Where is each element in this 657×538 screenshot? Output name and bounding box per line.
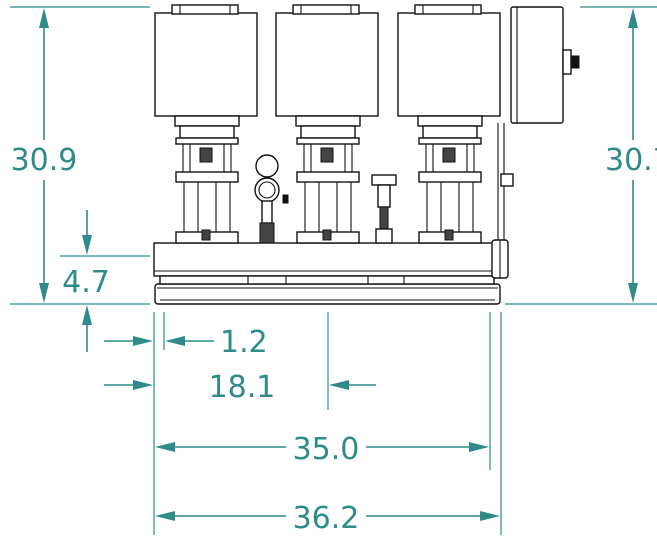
dimension-annotations: 30.9 30.7 4.7 1.2 [10,6,657,536]
dimension-overall-width-label: 36.2 [293,501,360,536]
pump-skid [153,4,580,305]
header-manifold [153,239,509,285]
dimension-base-height: 4.7 [62,210,110,352]
dimension-foot-span-label: 35.0 [293,432,360,467]
dimension-center-offset-label: 18.1 [209,370,276,405]
dimension-overall-width: 36.2 [155,501,500,536]
control-panel [497,6,580,240]
dimension-base-offset: 1.2 [104,325,268,360]
dimension-base-offset-label: 1.2 [220,325,268,360]
dimension-foot-span: 35.0 [155,432,489,467]
pump-1 [154,4,258,244]
pressure-gauge [254,154,289,244]
check-valve [371,174,397,244]
dimension-base-height-label: 4.7 [62,265,110,300]
dimension-center-offset: 18.1 [104,370,376,405]
dimension-height-right-label: 30.7 [605,143,657,178]
pump-2 [275,4,379,244]
dimension-height-right: 30.7 [605,8,657,303]
dimension-height-left: 30.9 [11,8,78,303]
pump-2-motor [275,12,379,117]
pump-1-motor [154,12,258,117]
pump-3 [397,4,501,244]
base-plate [154,283,501,305]
pump-3-motor [397,12,501,117]
dimension-height-left-label: 30.9 [11,143,78,178]
